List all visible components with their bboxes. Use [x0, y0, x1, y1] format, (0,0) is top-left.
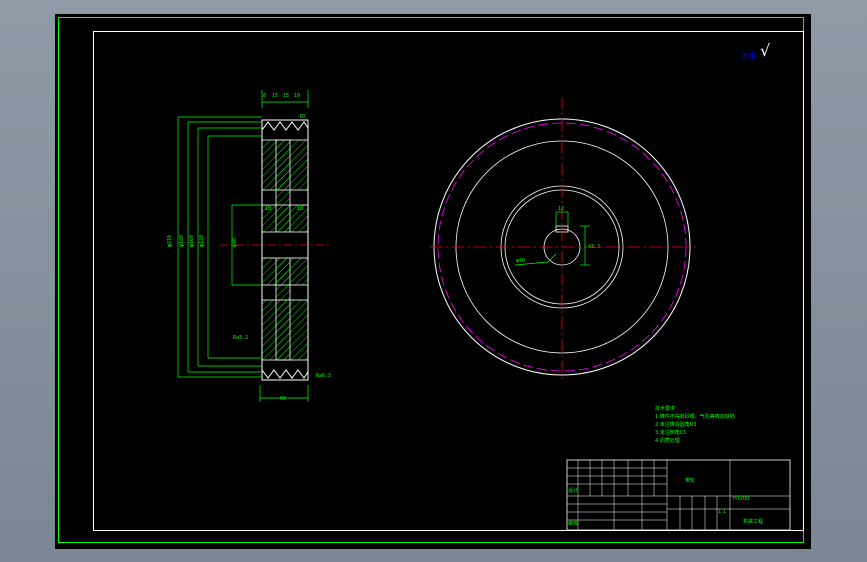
- dim-roughness-2: Ra6.3: [316, 373, 331, 379]
- dim-d2: φ180: [179, 235, 185, 247]
- dim-radius: R5: [300, 114, 306, 120]
- title-block: 带轮 HT200 机械工程 1:1 设计 审核: [566, 459, 791, 531]
- groove-top: [261, 121, 309, 131]
- drawing-frame: [93, 31, 804, 531]
- dim-d5: φ40: [232, 238, 238, 247]
- key-width-dim: 12: [558, 206, 564, 212]
- diameter-dims: [177, 90, 309, 402]
- title-part-name: 带轮: [685, 477, 695, 484]
- note-2: 2.未注铸造圆角R3: [655, 421, 696, 428]
- dim-d3: φ160: [189, 235, 195, 247]
- title-design: 设计: [568, 487, 578, 494]
- dim-top-2: 15: [272, 93, 278, 99]
- note-1: 1.铸件不得有砂眼、气孔等铸造缺陷: [655, 413, 735, 420]
- dim-d4: φ120: [199, 235, 205, 247]
- section-outline: [261, 119, 309, 381]
- technical-notes: 技术要求 1.铸件不得有砂眼、气孔等铸造缺陷 2.未注铸造圆角R3 3.未注倒角…: [655, 405, 735, 444]
- key-depth-dim: 43.3: [588, 244, 600, 250]
- dim-roughness-1: Ra3.2: [233, 335, 248, 341]
- pitch-circle: [437, 122, 687, 372]
- dim-top-1: 8: [263, 93, 266, 99]
- roughness-symbol: √: [760, 41, 771, 60]
- front-view: 12 43.3 φ40: [430, 97, 696, 380]
- dim-misc-2: 18: [265, 206, 271, 212]
- dim-top-4: 10: [294, 93, 300, 99]
- roughness-label: 其余: [742, 51, 756, 60]
- bore-dim: φ40: [516, 258, 525, 264]
- note-4: 4.调质处理: [655, 437, 680, 444]
- dim-d1: φ210: [167, 235, 173, 247]
- title-company: 机械工程: [743, 518, 763, 525]
- groove-bottom: [261, 369, 309, 379]
- keyway-dims: [514, 211, 590, 266]
- dim-top-3: 15: [283, 93, 289, 99]
- surface-roughness: 其余 √: [742, 41, 771, 60]
- title-scale: 1:1: [718, 509, 726, 515]
- title-check: 审核: [568, 520, 578, 527]
- dim-width: 60: [280, 396, 286, 402]
- note-3: 3.未注倒角C1: [655, 429, 686, 436]
- title-material: HT200: [733, 496, 749, 502]
- section-view: φ210 φ180 φ160 φ120 φ40 8 15 15 10 60 15…: [167, 90, 331, 402]
- dim-misc-1: 15: [297, 206, 303, 212]
- notes-title: 技术要求: [655, 405, 675, 412]
